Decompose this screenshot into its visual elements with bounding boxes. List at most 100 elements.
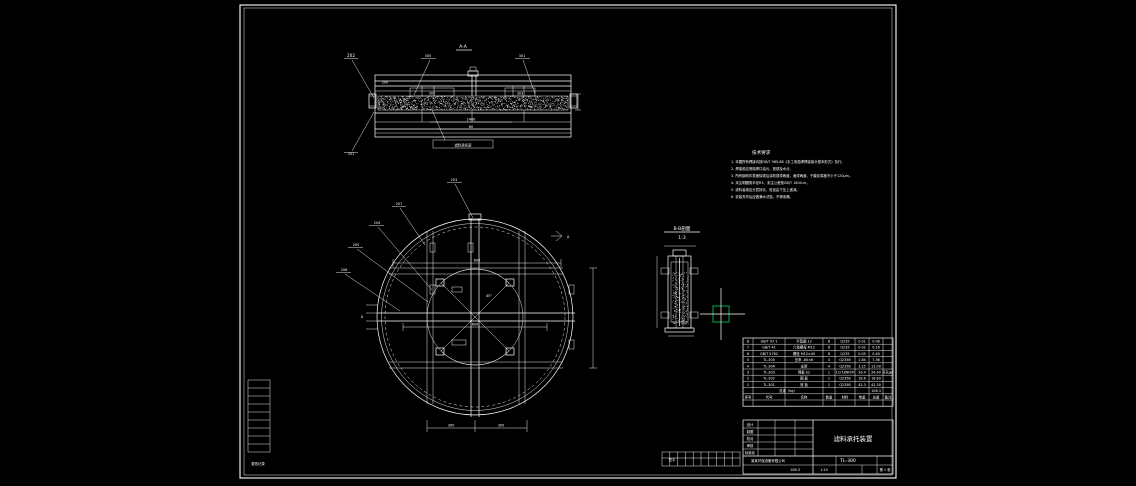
bom-cell-r4-c4: Q235B bbox=[839, 364, 851, 368]
title-block: 滤料承托装置 TL-300 108.3 1:10 第 1 张 设计 制图 校对 … bbox=[742, 419, 894, 475]
revision-label: 更改记录 bbox=[251, 461, 265, 466]
bom-cell-r7-c0: 1 bbox=[747, 383, 749, 387]
bom-cell-r6-c3: 1 bbox=[828, 377, 830, 381]
granular-fill-hatch bbox=[378, 96, 569, 111]
bom-header-4: 材料 bbox=[842, 394, 849, 399]
radial-spokes: 45° bbox=[435, 268, 515, 366]
bom-cell-r7-c2: 底 板 bbox=[800, 382, 808, 387]
section-dim-2: 2400 bbox=[467, 118, 476, 122]
bom-total-label: 总重（kg） bbox=[779, 388, 797, 393]
bom-cell-r5-c7: 开孔φ4 bbox=[882, 370, 893, 375]
bom-cell-r0-c2: 平垫圈 12 bbox=[796, 339, 812, 344]
bom-cell-r3-c4: Q235B bbox=[839, 358, 851, 362]
bom-cell-r1-c0: 7 bbox=[747, 346, 749, 350]
bom-header-7: 备注 bbox=[885, 394, 892, 399]
bom-cell-r5-c4: 1Cr18Ni9Ti bbox=[836, 371, 855, 375]
bom-total-value: 108.3 bbox=[871, 389, 881, 393]
bom-cell-r1-c5: 0.02 bbox=[858, 346, 866, 350]
bom-cell-r3-c2: 压条 -60×6 bbox=[795, 357, 813, 362]
revision-table: 更改记录 bbox=[247, 379, 271, 466]
section-inner-label-1: 303 bbox=[517, 92, 523, 96]
bom-cell-r3-c3: 4 bbox=[828, 358, 830, 362]
bom-cell-r7-c3: 1 bbox=[828, 383, 830, 387]
bom-cell-r0-c1: GB/T 97.1 bbox=[761, 340, 778, 344]
bom-cell-r0-c4: Q235 bbox=[840, 340, 849, 344]
bom-cell-r6-c0: 2 bbox=[747, 377, 749, 381]
balloon-207: 207 bbox=[396, 202, 402, 206]
bom-cell-r5-c5: 26.4 bbox=[858, 371, 866, 375]
drawing-number: TL-300 bbox=[839, 458, 856, 464]
note-item-0: 1. 本图所有焊接均按GB/T 985-88《手工电弧焊焊接接头基本形式》执行。 bbox=[731, 159, 845, 164]
plan-section-mark-left: A bbox=[361, 315, 364, 319]
detail-view-bb: B-B剖面 1:3 bbox=[656, 225, 745, 340]
detail-title: B-B剖面 bbox=[674, 225, 691, 232]
section-arrow-label: A bbox=[567, 235, 570, 239]
field-sheet-value: 第 1 张 bbox=[879, 467, 891, 472]
balloon-202: 202 bbox=[347, 53, 355, 58]
detail-hatch bbox=[672, 272, 689, 325]
section-dim-3: 60 bbox=[469, 125, 473, 129]
bom-cell-r1-c2: 六角螺母 M12 bbox=[793, 345, 815, 350]
balloon-206: 206 bbox=[341, 268, 347, 272]
bom-cell-r6-c1: TL-302 bbox=[762, 377, 775, 381]
bom-cell-r2-c3: 8 bbox=[828, 352, 830, 356]
bom-cell-r5-c0: 3 bbox=[747, 371, 749, 375]
note-item-2: 3. 所有钢构件表面除锈后涂防锈漆两道，面漆两道，干膜总厚度不小于120μm。 bbox=[731, 173, 852, 178]
bom-cell-r1-c3: 8 bbox=[828, 346, 830, 350]
field-scale-value: 1:10 bbox=[820, 468, 828, 472]
sheet-border bbox=[239, 4, 897, 479]
bom-header-5: 单重 bbox=[859, 394, 866, 399]
bom-header-2: 名称 bbox=[801, 394, 808, 399]
bom-cell-r4-c0: 4 bbox=[747, 364, 749, 368]
plan-view-circular: 45° 600 600 300 300 bbox=[336, 178, 597, 432]
section-dim-0: 200 bbox=[382, 81, 388, 85]
bom-cell-r7-c6: 42.30 bbox=[871, 383, 881, 387]
bom-header-6: 总重 bbox=[873, 394, 880, 399]
bom-cell-r5-c1: TL-303 bbox=[762, 371, 775, 375]
bom-cell-r4-c3: 4 bbox=[828, 364, 830, 368]
signature-label: 签字 bbox=[669, 457, 676, 462]
bom-header-1: 代号 bbox=[766, 394, 773, 399]
note-item-4: 5. 滤料装填应分层捗实，粒径由下至上递减。 bbox=[731, 187, 800, 192]
bom-cell-r5-c6: 26.40 bbox=[871, 371, 881, 375]
section-arrow-a: A bbox=[551, 230, 570, 242]
bom-cell-r6-c2: 圈 板 bbox=[800, 376, 808, 381]
plan-dim-center: 600 bbox=[472, 323, 478, 327]
drawing-name: 滤料承托装置 bbox=[834, 434, 874, 443]
bom-outer bbox=[742, 337, 894, 407]
bom-cell-r0-c6: 0.08 bbox=[872, 340, 880, 344]
section-bottom-note: 滤料承托层 bbox=[455, 143, 473, 148]
revision-outer bbox=[247, 379, 271, 453]
plan-dim-bot-1: 300 bbox=[498, 424, 504, 428]
notes-block: 技术要求 1. 本图所有焊接均按GB/T 985-88《手工电弧焊焊接接头基本形… bbox=[731, 149, 852, 199]
angle-label: 45° bbox=[486, 294, 492, 298]
bom-cell-r4-c2: 支架 bbox=[801, 363, 808, 368]
bom-cell-r6-c6: 18.60 bbox=[871, 377, 881, 381]
bom-cell-r5-c2: 筛板 δ2 bbox=[798, 370, 810, 375]
bom-cell-r0-c5: 0.01 bbox=[858, 340, 866, 344]
bom-cell-r7-c5: 42.3 bbox=[858, 383, 866, 387]
bom-cell-r3-c0: 5 bbox=[747, 358, 749, 362]
bom-cell-r7-c1: TL-301 bbox=[762, 383, 775, 387]
bom-cell-r1-c1: GB/T 41 bbox=[762, 346, 776, 350]
bom-cell-r3-c6: 7.36 bbox=[872, 358, 880, 362]
bom-cell-r2-c4: Q235 bbox=[840, 352, 849, 356]
tb-row-label-1: 制图 bbox=[747, 429, 754, 434]
bom-cell-r4-c5: 3.25 bbox=[858, 364, 866, 368]
tb-row-label-0: 设计 bbox=[747, 422, 754, 427]
section-view-aa: A-A bbox=[344, 44, 581, 156]
notes-heading: 技术要求 bbox=[752, 149, 771, 156]
bom-header-0: 序号 bbox=[745, 394, 752, 399]
section-inner-label-0: 302 bbox=[429, 92, 435, 96]
bom-cell-r3-c5: 1.84 bbox=[858, 358, 866, 362]
note-item-3: 4. 未注明圆角半径R3，未注公差按GB/T 1804-m。 bbox=[731, 180, 810, 185]
bom-cell-r0-c3: 8 bbox=[828, 340, 830, 344]
tb-company: 某某环保设备有限公司 bbox=[751, 458, 785, 463]
green-marker bbox=[700, 288, 745, 340]
bom-cell-r1-c6: 0.16 bbox=[872, 346, 880, 350]
note-item-1: 2. 焊接前应清除焊口油污、铁锈及水分。 bbox=[731, 166, 793, 171]
bom-cell-r2-c5: 0.05 bbox=[858, 352, 866, 356]
